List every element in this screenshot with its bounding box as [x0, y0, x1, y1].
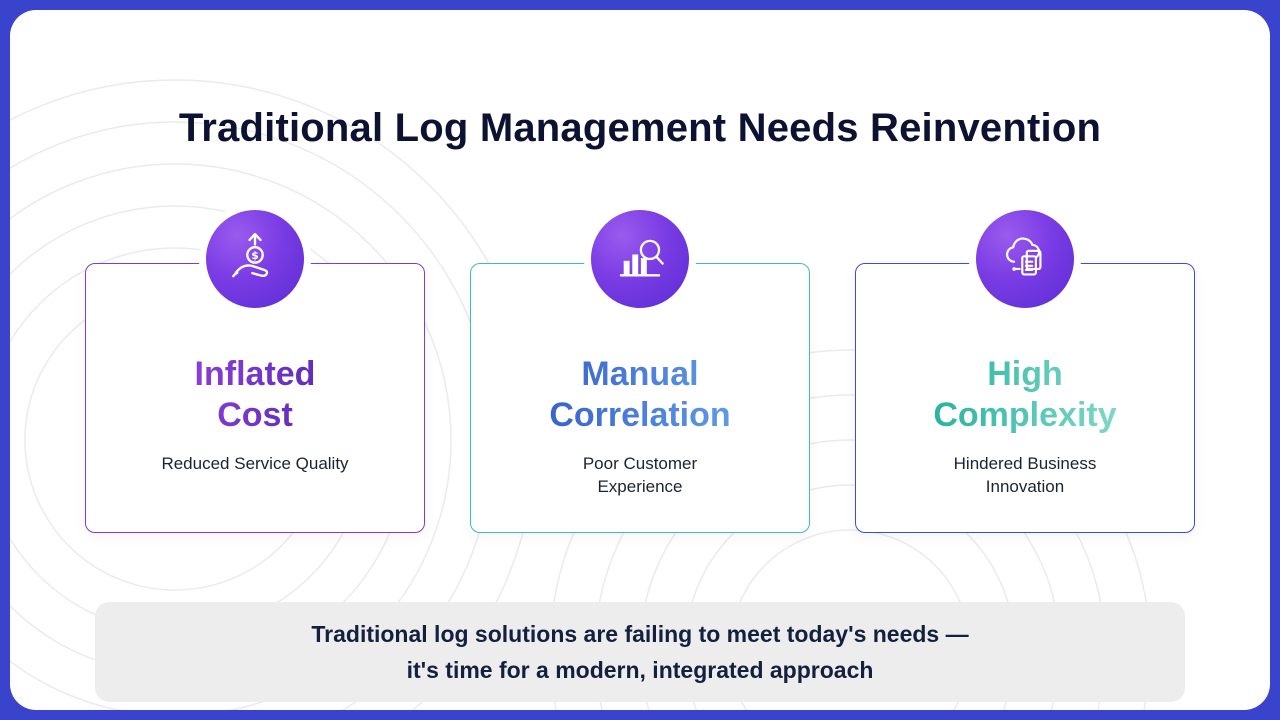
- slide-card: Traditional Log Management Needs Reinven…: [10, 10, 1270, 710]
- card-title-line1: Inflated: [194, 355, 316, 393]
- card-icon-circle: [969, 203, 1081, 315]
- cloud-documents-icon: [1006, 237, 1042, 276]
- footer-callout: Traditional log solutions are failing to…: [95, 602, 1185, 702]
- card-subtitle-line2: Experience: [597, 477, 683, 496]
- card-title-line2: Complexity: [933, 396, 1117, 434]
- hand-coin-arrow-icon: $: [232, 232, 269, 278]
- card-icon-circle: [584, 203, 696, 315]
- card-subtitle-line1: Reduced Service Quality: [161, 454, 349, 473]
- card-title: Manual Correlation: [549, 354, 730, 436]
- page-title: Traditional Log Management Needs Reinven…: [178, 106, 1102, 150]
- card-subtitle: Hindered Business Innovation: [954, 452, 1097, 498]
- card-title-line2: Correlation: [549, 396, 731, 434]
- footer-line2: it's time for a modern, integrated appro…: [406, 657, 874, 683]
- card-subtitle-line1: Hindered Business: [953, 454, 1097, 473]
- card-icon-circle: $: [199, 203, 311, 315]
- card-inflated-cost: $ Inflated Cost Reduced Service Quality: [85, 203, 425, 533]
- cards-row: $ Inflated Cost Reduced Service Quality: [85, 203, 1195, 533]
- card-title: High Complexity: [933, 354, 1116, 436]
- bar-chart-magnifier-icon: [619, 239, 664, 277]
- card-subtitle-line2: Innovation: [985, 477, 1065, 496]
- card-title-line1: High: [987, 355, 1063, 393]
- card-high-complexity: High Complexity Hindered Business Innova…: [855, 203, 1195, 533]
- card-subtitle-line1: Poor Customer: [582, 454, 698, 473]
- card-manual-correlation: Manual Correlation Poor Customer Experie…: [470, 203, 810, 533]
- svg-text:$: $: [251, 249, 259, 262]
- card-title-line1: Manual: [581, 355, 699, 393]
- card-title: Inflated Cost: [195, 354, 316, 436]
- footer-line1: Traditional log solutions are failing to…: [311, 621, 969, 647]
- card-subtitle: Poor Customer Experience: [583, 452, 697, 498]
- card-subtitle: Reduced Service Quality: [161, 452, 348, 475]
- card-title-line2: Cost: [217, 396, 293, 434]
